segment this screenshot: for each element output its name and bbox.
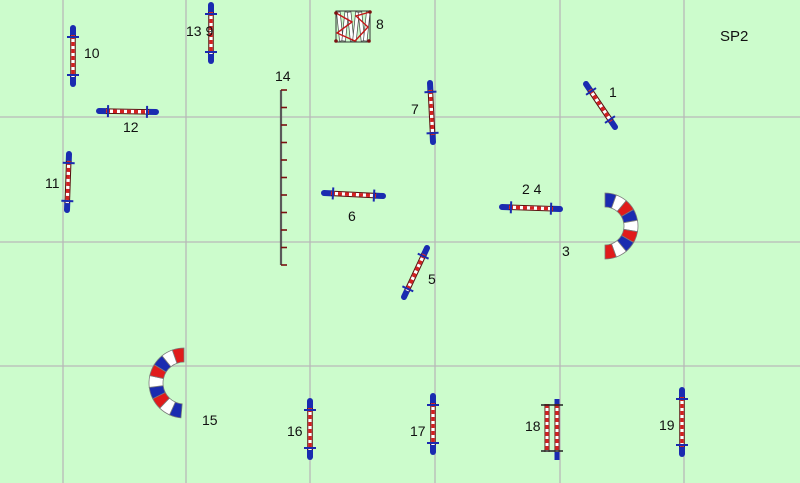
weave-poles-14: 14	[275, 68, 291, 266]
obstacle-number: 15	[202, 412, 218, 428]
jump-pole-stripes	[588, 88, 613, 123]
obstacle-number: 12	[123, 119, 139, 135]
jump-cup	[401, 285, 414, 293]
double-jump-18: 18	[525, 399, 563, 460]
jump-7: 7	[411, 80, 439, 145]
obstacle-number: 18	[525, 418, 541, 434]
jump-pole-stripes	[65, 160, 71, 204]
jump-13-9: 13 9	[186, 2, 217, 64]
jump-5: 5	[401, 245, 436, 300]
wing-stand	[420, 245, 430, 259]
obstacle-number: 8	[376, 16, 384, 32]
jump-17: 17	[410, 393, 439, 455]
jump-cup	[426, 131, 439, 135]
jump-cup	[417, 252, 430, 260]
jump-19: 19	[659, 387, 688, 457]
fence-post	[334, 39, 338, 43]
jump-cup	[585, 87, 597, 96]
jump-cup	[604, 115, 616, 124]
jump-pole	[405, 253, 426, 292]
fence-post	[367, 39, 371, 43]
jump-pole-stripes	[428, 89, 435, 136]
obstacle-number: 13 9	[186, 23, 213, 39]
obstacles-layer: 1 2 4 3 5 6 7 8 13 9 10 11 12 14 15 16 17 18 19	[45, 2, 688, 460]
jump-10: 10	[67, 25, 100, 87]
wing-stand	[401, 286, 411, 300]
obstacle-number: 3	[562, 243, 570, 259]
jump-pole-stripes	[508, 205, 554, 211]
obstacle-number: 17	[410, 423, 426, 439]
obstacle-number: 1	[609, 84, 617, 100]
jump-cup	[331, 187, 335, 200]
jump-cup	[372, 189, 376, 202]
obstacle-number: 11	[45, 175, 60, 191]
jump-1: 1	[583, 81, 618, 130]
obstacle-number: 16	[287, 423, 303, 439]
fence-frame	[335, 10, 371, 43]
wing-stand	[607, 117, 618, 130]
jump-12: 12	[96, 105, 159, 135]
obstacle-number: 10	[84, 45, 100, 61]
obstacle-number: 19	[659, 417, 675, 433]
fence-post	[368, 10, 372, 14]
fence-panel	[346, 11, 355, 42]
obstacle-number: 6	[348, 208, 356, 224]
wing-stand	[583, 81, 594, 94]
jump-6: 6	[321, 187, 386, 224]
weave-8: 8	[334, 10, 384, 43]
tunnel-3: 3	[562, 192, 639, 260]
jump-cup	[424, 90, 437, 94]
tunnel-segment	[604, 243, 617, 260]
jump-11: 11	[45, 151, 75, 213]
fence-panel	[336, 11, 344, 42]
tunnel-15: 15	[148, 347, 218, 428]
jump-16: 16	[287, 398, 316, 460]
obstacle-number: 7	[411, 101, 419, 117]
tunnel-segment	[171, 347, 185, 364]
jump-pole-stripes	[330, 191, 377, 198]
obstacle-number: 2 4	[522, 181, 542, 197]
jump-2-4: 2 4	[499, 181, 563, 215]
obstacle-number: 14	[275, 68, 291, 84]
fence-post	[334, 11, 338, 15]
jump-pole-stripes	[105, 109, 150, 114]
obstacle-number: 5	[428, 271, 436, 287]
course-name: SP2	[720, 28, 748, 45]
fence-rail	[335, 11, 371, 42]
